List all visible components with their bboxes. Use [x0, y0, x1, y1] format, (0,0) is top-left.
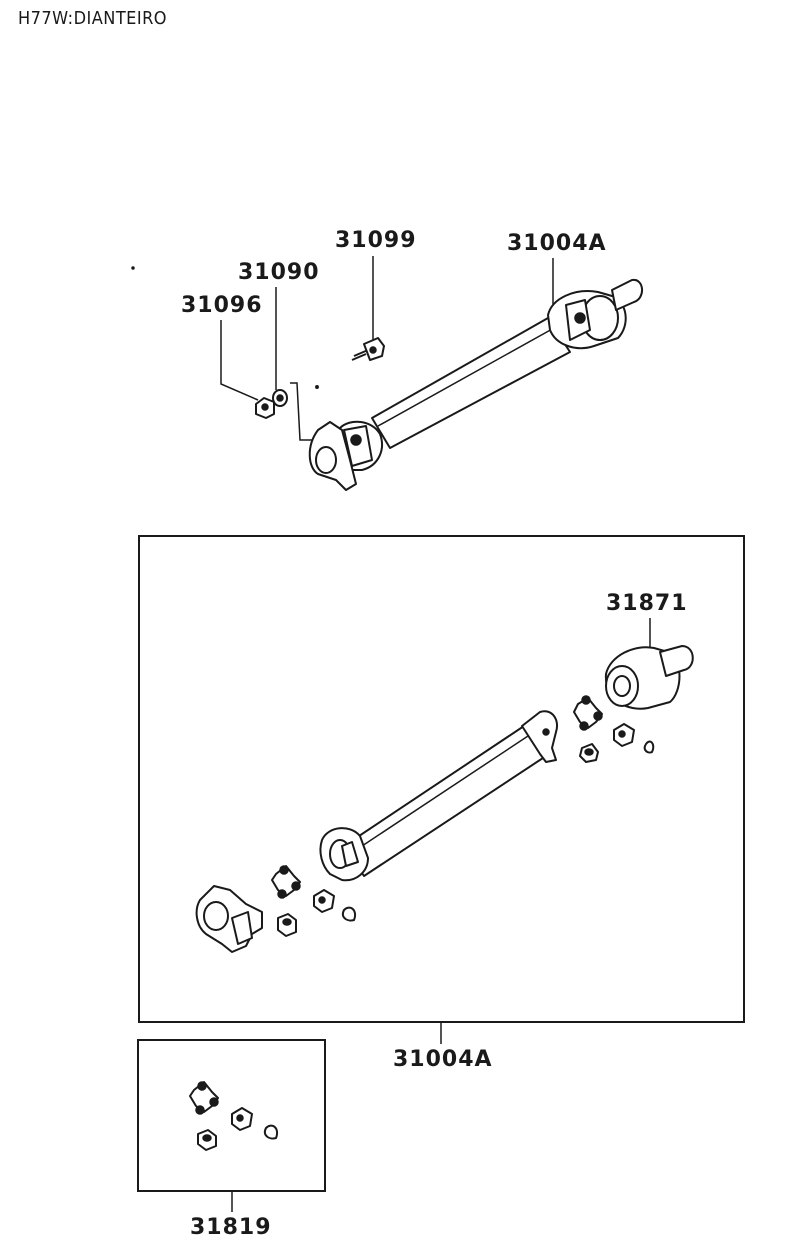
label-31004a-box[interactable]: 31004A — [393, 1047, 493, 1072]
flange-yoke-box — [195, 885, 263, 953]
propeller-shaft-main — [319, 710, 558, 882]
leader-31096 — [220, 320, 259, 401]
bolt-31099 — [351, 337, 385, 361]
snap-ring-right — [643, 740, 655, 754]
label-31096[interactable]: 31096 — [181, 293, 263, 318]
top-assembly: 31099 31004A 31090 31096 — [131, 228, 643, 491]
bearing-left — [277, 913, 297, 937]
propeller-shaft-top — [308, 278, 643, 491]
kit-box-31819: 31819 — [137, 1039, 326, 1240]
snap-ring-left — [342, 906, 356, 922]
spider-right — [573, 695, 603, 731]
nut-31096 — [255, 397, 275, 419]
label-31004a-top[interactable]: 31004A — [507, 231, 607, 256]
snap-ring-kit — [264, 1124, 278, 1140]
cap-right-1 — [613, 723, 635, 747]
bearing-right — [579, 743, 599, 763]
label-31090[interactable]: 31090 — [238, 260, 320, 285]
sleeve-yoke-31871 — [604, 645, 694, 710]
spider-kit — [189, 1081, 219, 1115]
leader-flange — [290, 382, 322, 441]
kit-box-31004a: 31871 — [138, 535, 745, 1072]
label-31099[interactable]: 31099 — [335, 228, 417, 253]
bearing-kit — [197, 1129, 217, 1151]
washer-31090 — [272, 389, 288, 407]
diagram-title: H77W:DIANTEIRO — [18, 8, 167, 29]
label-31871[interactable]: 31871 — [606, 591, 688, 616]
cap-left-1 — [313, 889, 335, 913]
label-31819[interactable]: 31819 — [190, 1215, 272, 1240]
spider-left — [271, 865, 301, 899]
cap-kit — [231, 1107, 253, 1131]
